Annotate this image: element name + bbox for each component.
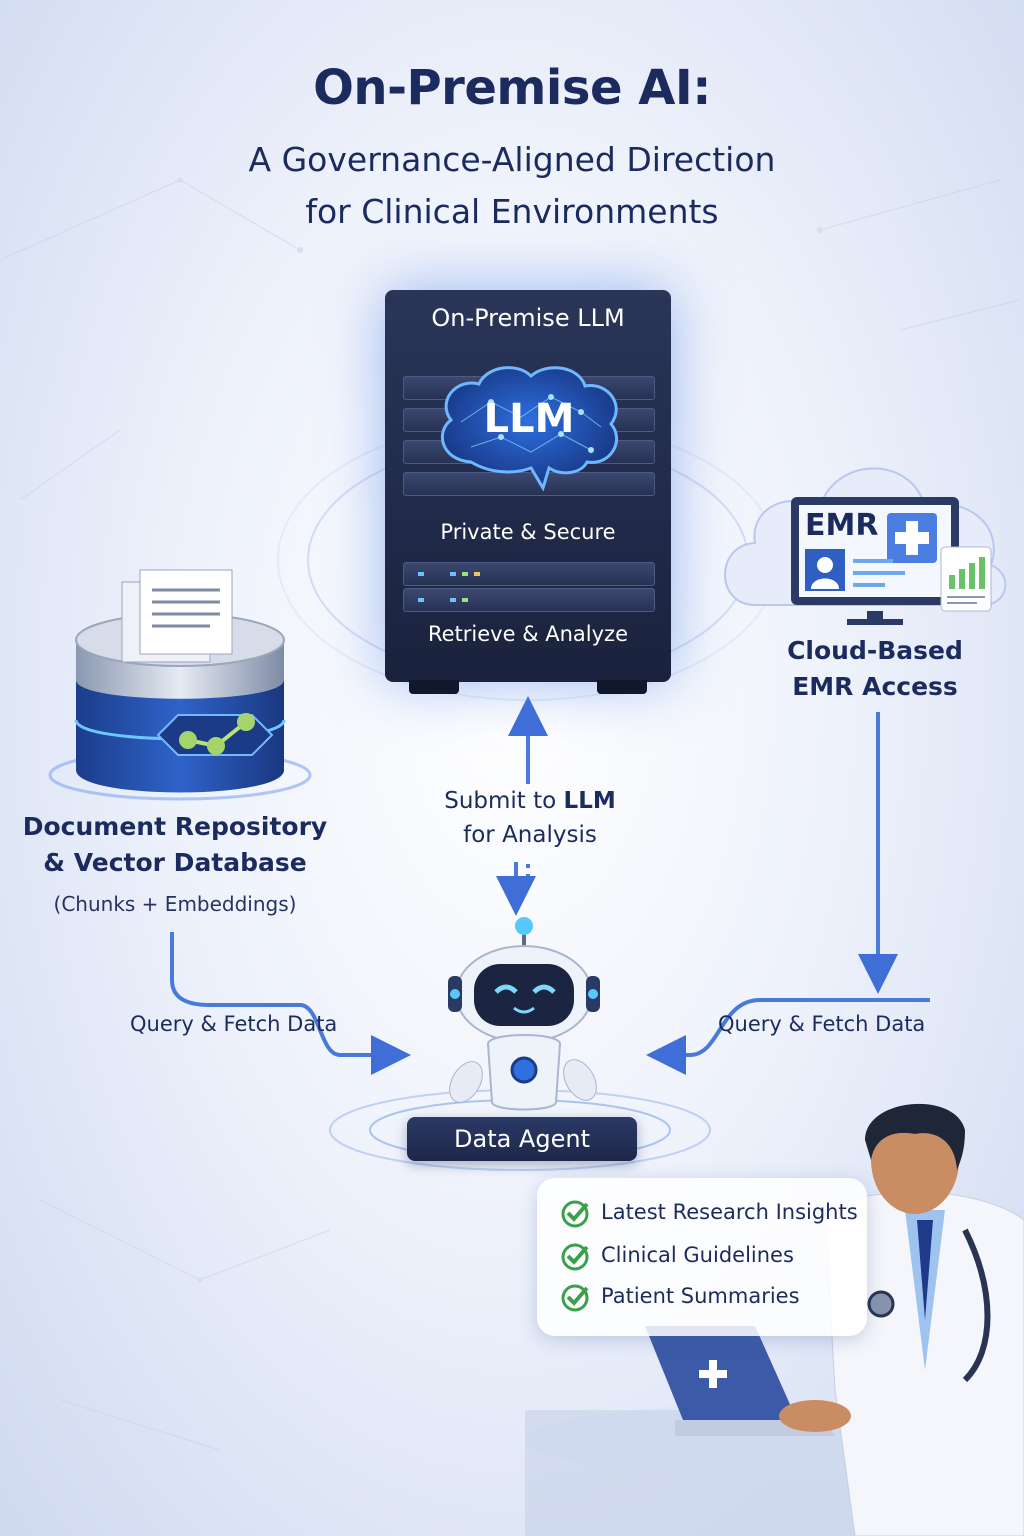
flow-label-database: Query & Fetch Data bbox=[130, 1012, 338, 1036]
database-icon bbox=[48, 569, 312, 801]
cloud-emr-icon: EMR bbox=[724, 467, 1007, 625]
benefits-checklist: Latest Research Insights Clinical Guidel… bbox=[537, 1178, 867, 1336]
arrow-database-to-agent bbox=[170, 932, 411, 1075]
check-icon bbox=[561, 1284, 589, 1312]
server-label: On-Premise LLM bbox=[431, 304, 625, 332]
checklist-item-label: Latest Research Insights bbox=[601, 1200, 858, 1224]
submit-label-line1: Submit to LLM bbox=[444, 788, 616, 814]
page-subtitle-line2: for Clinical Environments bbox=[305, 192, 719, 231]
brain-icon bbox=[440, 366, 618, 492]
emr-screen-text: EMR bbox=[805, 508, 878, 543]
doctor-illustration bbox=[525, 1103, 1024, 1536]
rack-unit bbox=[403, 562, 655, 586]
on-premise-llm-server: On-Premise LLM LLM Private & Secure Retr… bbox=[385, 290, 671, 694]
database-caption-title: Document Repository bbox=[22, 812, 328, 841]
cloud-caption-title: Cloud-Based bbox=[787, 636, 963, 665]
rack-unit bbox=[403, 588, 655, 612]
data-agent-label: Data Agent bbox=[407, 1117, 637, 1161]
server-feature-retrieve: Retrieve & Analyze bbox=[427, 622, 628, 646]
check-icon bbox=[561, 1200, 589, 1228]
database-caption-detail: (Chunks + Embeddings) bbox=[53, 892, 297, 916]
cloud-caption-subtitle: EMR Access bbox=[792, 672, 958, 701]
server-feature-private: Private & Secure bbox=[440, 520, 616, 544]
page-subtitle-line1: A Governance-Aligned Direction bbox=[248, 140, 776, 179]
emr-screen-label: EMR bbox=[805, 508, 878, 543]
submit-label-line2: for Analysis bbox=[463, 822, 597, 848]
checklist-item-label: Patient Summaries bbox=[601, 1284, 800, 1308]
flow-label-cloud: Query & Fetch Data bbox=[718, 1012, 926, 1036]
robot-icon bbox=[448, 917, 600, 1111]
database-caption-subtitle: & Vector Database bbox=[43, 848, 307, 877]
arrow-cloud-to-agent bbox=[646, 998, 930, 1075]
brain-label: LLM bbox=[483, 396, 575, 442]
checklist-item-label: Clinical Guidelines bbox=[601, 1243, 794, 1267]
rack-unit bbox=[403, 472, 655, 496]
page-title: On-Premise AI: bbox=[313, 60, 711, 116]
check-icon bbox=[561, 1243, 589, 1271]
